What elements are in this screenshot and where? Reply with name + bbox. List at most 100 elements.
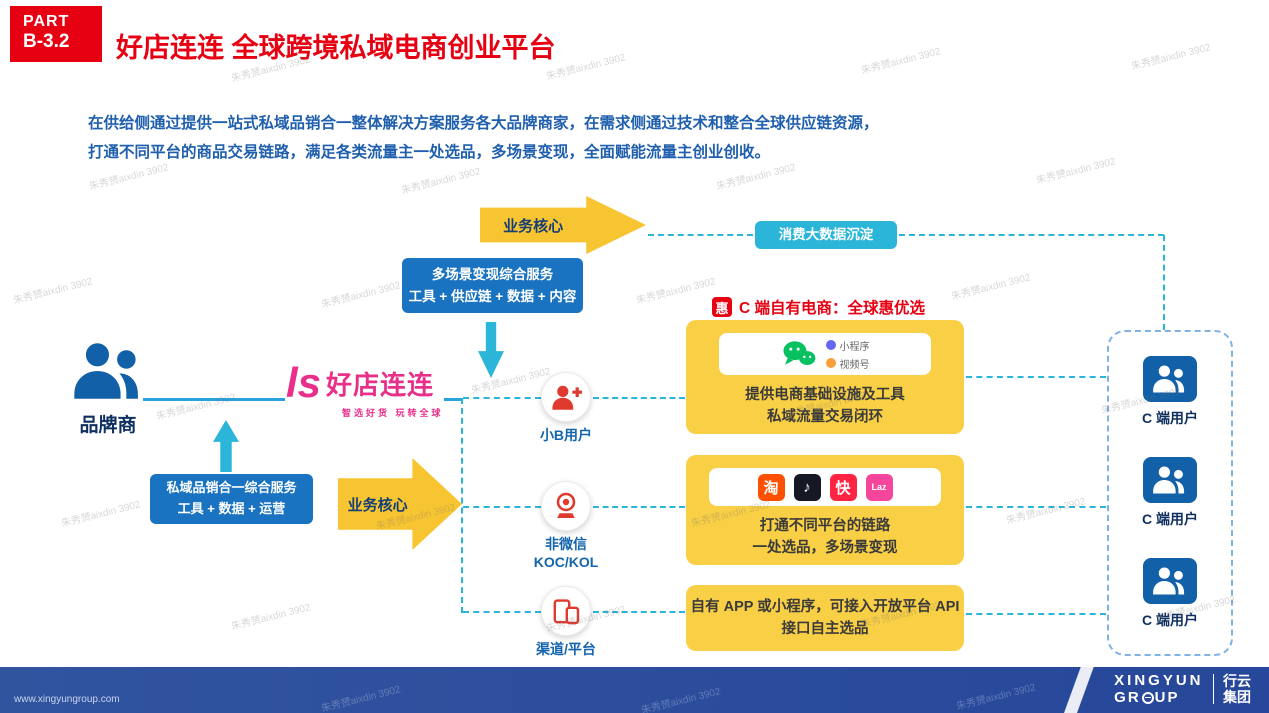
watermark: 朱秀赟aixdin 3902 — [545, 52, 627, 83]
video-account-row: 视频号 — [825, 356, 870, 371]
people-icon — [74, 343, 138, 399]
brand-merchant-icon — [72, 340, 146, 402]
watermark: 朱秀赟aixdin 3902 — [1130, 42, 1212, 73]
business-core-top-label: 业务核心 — [503, 217, 564, 235]
c-user-item-1: C 端用户 — [1142, 356, 1198, 428]
footer-bar: www.xingyungroup.com XINGYUN GR UP 行云 集团 — [0, 663, 1269, 713]
connector-box1-to-cuser — [966, 376, 1106, 378]
wechat-icon — [782, 341, 815, 366]
connector-row3-to-box — [593, 611, 685, 613]
watermark: 朱秀赟aixdin 3902 — [1005, 496, 1087, 527]
cside-ecommerce-title: 惠 C 端自有电商：全球惠优选 — [712, 296, 925, 318]
footer-url: www.xingyungroup.com — [14, 694, 120, 705]
people-icon — [1153, 365, 1185, 393]
yellow-box-open-api: 自有 APP 或小程序，可接入开放平台 API 接口自主选品 — [686, 585, 964, 651]
c-user-item-3: C 端用户 — [1142, 557, 1198, 630]
connector-row3-left — [463, 611, 541, 613]
c-user-icon-1 — [1143, 356, 1197, 403]
douyin-icon: ♪ — [793, 473, 821, 501]
ybox1-line2: 私域流量交易闭环 — [767, 409, 883, 426]
part-badge: PART B-3.2 — [10, 6, 102, 62]
connector-box2-to-cuser — [966, 506, 1106, 508]
watermark: 朱秀赟aixdin 3902 — [860, 46, 942, 77]
ybox2-line1: 打通不同平台的链路 — [759, 518, 891, 534]
connector-arrow-to-databox — [648, 234, 753, 236]
intro-line-1: 在供给侧通过提供一站式私域品销合一整体解决方案服务各大品牌商家，在需求侧通过技术… — [88, 115, 879, 132]
consumer-data-box: 消费大数据沉淀 — [755, 221, 897, 249]
xingyun-en-line1: XINGYUN — [1114, 672, 1204, 689]
part-label: PART — [23, 13, 70, 30]
watermark: 朱秀赟aixdin 3902 — [470, 366, 552, 397]
people-icon — [1153, 466, 1185, 494]
mini-program-label: 小程序 — [839, 341, 870, 353]
platform-apps-pill: 淘 ♪ 快 Laz — [709, 468, 941, 506]
hui-icon: 惠 — [712, 297, 732, 317]
watermark: 朱秀赟aixdin 3902 — [230, 602, 312, 633]
channel-platform-node — [541, 586, 591, 636]
intro-paragraph: 在供给侧通过提供一站式私域品销合一整体解决方案服务各大品牌商家，在需求侧通过技术… — [88, 110, 1148, 167]
watermark: 朱秀赟aixdin 3902 — [950, 272, 1032, 303]
connector-row2-left — [463, 506, 541, 508]
lazada-icon: Laz — [865, 473, 893, 501]
watermark: 朱秀赟aixdin 3902 — [60, 499, 142, 530]
logo-mark: ls — [286, 359, 322, 406]
xingyun-en-up: UP — [1154, 689, 1180, 707]
spine-vertical-dashed — [461, 398, 463, 613]
globe-icon — [1141, 691, 1154, 704]
video-account-icon — [825, 358, 836, 368]
watermark: 朱秀赟aixdin 3902 — [400, 166, 482, 197]
down-arrow — [478, 322, 504, 378]
cside-title-text: C 端自有电商：全球惠优选 — [739, 300, 926, 317]
business-core-mid-label: 业务核心 — [347, 496, 408, 514]
c-user-icon-2 — [1143, 456, 1197, 503]
intro-line-2: 打通不同平台的商品交易链路，满足各类流量主一处选品，多场景变现，全面赋能流量主创… — [88, 143, 771, 161]
taobao-icon: 淘 — [757, 473, 785, 501]
ybox3-line2: 接口自主选品 — [781, 621, 869, 637]
watermark: 朱秀赟aixdin 3902 — [155, 392, 237, 423]
up-arrow — [213, 420, 239, 472]
ybox3-line1: 自有 APP 或小程序，可接入开放平台 API — [690, 598, 960, 615]
mini-program-row: 小程序 — [825, 338, 870, 353]
c-user-label-1: C 端用户 — [1142, 410, 1198, 427]
c-users-container: C 端用户 C 端用户 — [1107, 330, 1233, 656]
yellow-box-platforms: 淘 ♪ 快 Laz 打通不同平台的链路 一处选品，多场景变现 — [686, 455, 964, 565]
logo-divider — [1212, 674, 1214, 705]
webcam-icon — [556, 492, 576, 518]
watermark: 朱秀赟aixdin 3902 — [320, 280, 402, 311]
wechat-apps-pill: 小程序 视频号 — [719, 333, 931, 375]
footer-diagonal-stripe — [1061, 663, 1096, 713]
business-core-arrow-mid: 业务核心 — [338, 458, 462, 550]
connector-row1-to-box — [593, 397, 685, 399]
connector-down-to-cusers — [1163, 235, 1165, 330]
private-box-line-2: 工具 + 数据 + 运营 — [177, 501, 286, 516]
page-title: 好店连连 全球跨境私域电商创业平台 — [116, 33, 556, 63]
ybox2-line2: 一处选品，多场景变现 — [752, 540, 898, 557]
watermark: 朱秀赟aixdin 3902 — [635, 276, 717, 307]
private-domain-service-box: 私域品销合一综合服务 工具 + 数据 + 运营 — [150, 474, 313, 524]
kuaishou-icon: 快 — [829, 473, 857, 501]
connector-row2-to-box — [593, 506, 685, 508]
channel-platform-label: 渠道/平台 — [536, 641, 596, 657]
c-user-icon-3 — [1143, 557, 1197, 604]
people-icon — [1153, 567, 1185, 595]
koc-kol-label: 非微信 KOC/KOL — [516, 535, 616, 571]
multi-scene-line-2: 工具 + 供应链 + 数据 + 内容 — [408, 288, 577, 304]
logo-name: 好店连连 — [326, 369, 435, 400]
c-user-label-2: C 端用户 — [1142, 510, 1198, 527]
line-logo-to-spine — [444, 398, 462, 401]
connector-row1-left — [463, 397, 541, 399]
xingyun-cn-line2: 集团 — [1223, 689, 1251, 706]
small-b-user-node — [541, 372, 591, 422]
c-user-item-2: C 端用户 — [1142, 456, 1198, 529]
multi-scene-service-box: 多场景变现综合服务 工具 + 供应链 + 数据 + 内容 — [402, 258, 583, 313]
xingyun-cn-line1: 行云 — [1223, 673, 1251, 690]
connector-box3-to-cuser — [966, 613, 1106, 615]
c-user-label-3: C 端用户 — [1142, 611, 1198, 628]
xingyun-en-gr: GR — [1114, 689, 1141, 707]
xingyun-group-logo: XINGYUN GR UP 行云 集团 — [1114, 672, 1251, 707]
line-brand-to-logo — [143, 398, 285, 401]
devices-icon — [553, 599, 580, 625]
ybox1-line1: 提供电商基础设施及工具 — [745, 387, 905, 403]
small-b-user-label: 小B用户 — [539, 427, 593, 443]
